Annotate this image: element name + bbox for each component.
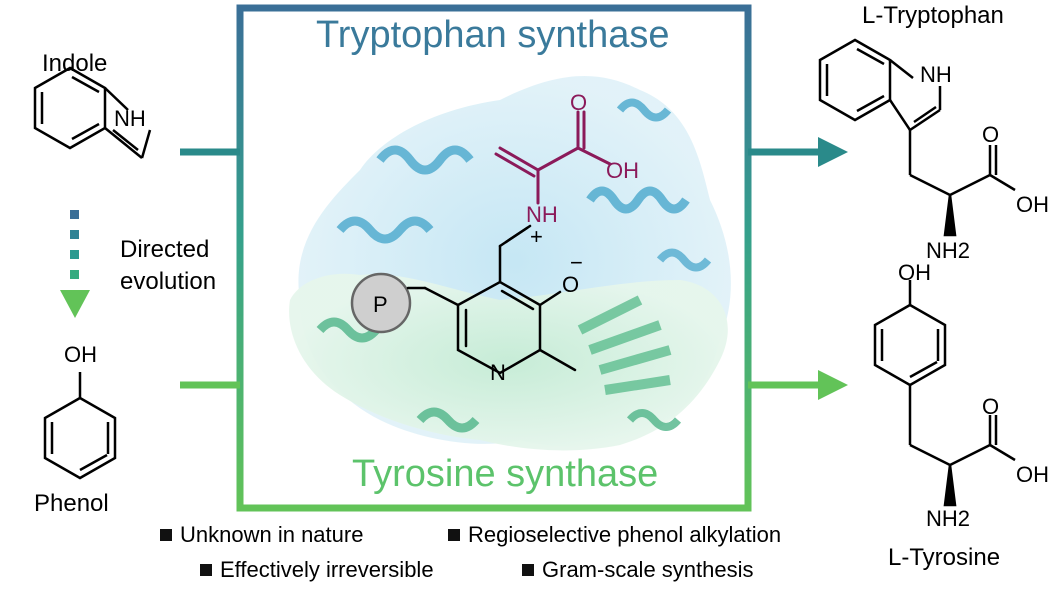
tyrosine-carbonyl-o: O — [982, 394, 1000, 419]
pyridine-n: N — [490, 360, 506, 385]
directed-evolution-arrow — [60, 210, 90, 318]
enzyme-frame — [236, 4, 752, 512]
iminium-nh: NH — [526, 202, 558, 227]
feature-item: Regioselective phenol alkylation — [448, 522, 781, 548]
phenol-oh: OH — [64, 342, 97, 367]
tryptophan-arrowhead — [818, 137, 848, 167]
indole-nh: NH — [114, 106, 146, 131]
tyrosine-label: L-Tyrosine — [888, 544, 1001, 571]
tryptophan-structure — [818, 38, 1016, 237]
iminium-plus: + — [530, 224, 543, 249]
bullet-square-icon — [522, 564, 534, 576]
feature-item: Unknown in nature — [160, 522, 363, 548]
protein-structure — [289, 76, 731, 451]
tryptophan-carbonyl-o: O — [982, 122, 1000, 147]
tyrosine-phenol-oh: OH — [898, 260, 931, 285]
directed-label: Directed — [120, 236, 210, 263]
evolution-label: evolution — [120, 268, 217, 295]
phosphate-p: P — [373, 292, 388, 317]
indole-structure — [33, 66, 152, 159]
phenolate-minus: − — [570, 250, 583, 275]
bullet-square-icon — [200, 564, 212, 576]
tyrosine-nh2: NH2 — [926, 506, 971, 531]
tyrosine-synthase-title: Tyrosine synthase — [352, 453, 659, 495]
phenolate-o: O — [562, 272, 580, 297]
feature-item: Gram-scale synthesis — [522, 557, 754, 583]
bullet-square-icon — [160, 529, 172, 541]
tryptophan-label: L-Tryptophan — [862, 2, 1004, 29]
tryptophan-nh: NH — [920, 62, 952, 87]
phenol-label: Phenol — [34, 490, 109, 517]
plp-cofactor — [350, 110, 612, 375]
phenol-structure — [43, 372, 117, 480]
tryptophan-oh: OH — [1016, 192, 1049, 217]
bullet-square-icon — [448, 529, 460, 541]
phosphate-circle — [350, 272, 412, 334]
tyrosine-structure — [873, 280, 1016, 507]
indole-label: Indole — [42, 50, 108, 77]
feature-item: Effectively irreversible — [200, 557, 434, 583]
acrylate-carbonyl-o: O — [570, 90, 588, 115]
tryptophan-nh2: NH2 — [926, 238, 971, 263]
acrylate-oh: OH — [606, 158, 639, 183]
tryptophan-synthase-title: Tryptophan synthase — [316, 14, 670, 56]
tyrosine-oh: OH — [1016, 462, 1049, 487]
tyrosine-arrowhead — [818, 370, 848, 400]
